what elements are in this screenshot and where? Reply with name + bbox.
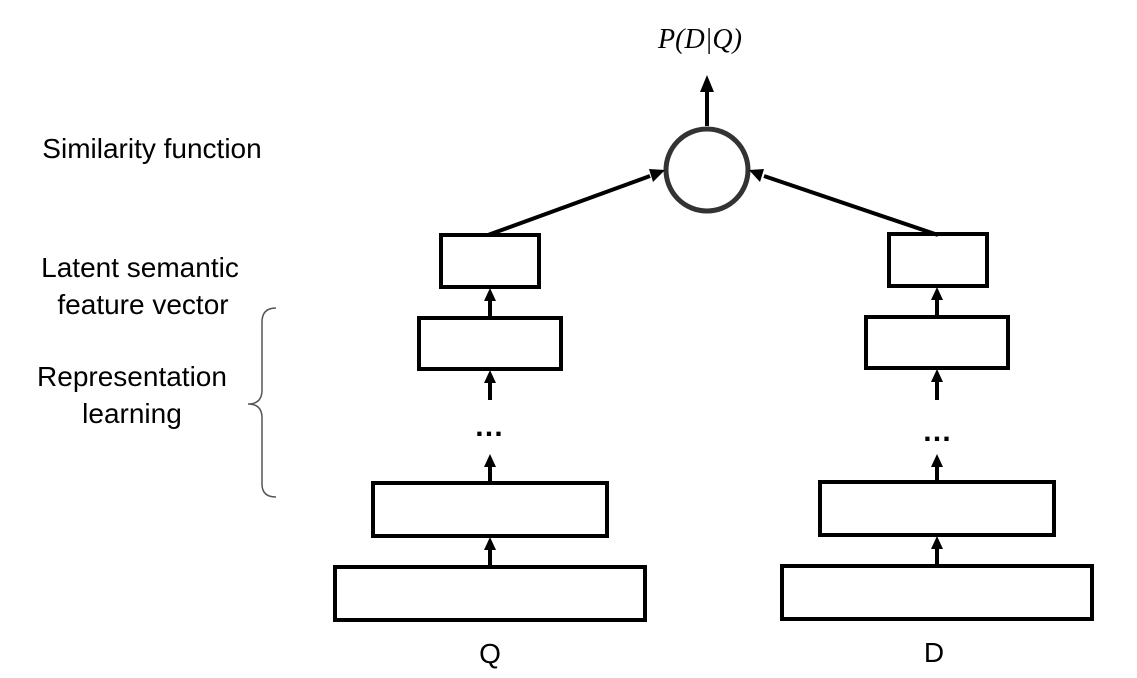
query-layer-box-3 [417, 316, 563, 371]
document-to-similarity-head [749, 169, 764, 182]
query-arrow-3-head [484, 370, 496, 383]
query-latent-vector-box [439, 233, 541, 289]
latent-feature-label-line1: Latent semantic [41, 252, 239, 283]
query-layer-box-2 [371, 481, 609, 538]
query-tower: … Q [333, 169, 665, 669]
document-arrow-4-head [931, 287, 943, 300]
similarity-node [663, 126, 751, 214]
output-probability-label: P(D|Q) [657, 24, 742, 55]
document-arrow-3-head [931, 369, 943, 382]
query-ellipsis: … [474, 410, 504, 443]
document-tower: … D [749, 169, 1094, 668]
latent-feature-label-line2: feature vector [57, 289, 228, 320]
query-input-box [333, 565, 647, 622]
document-to-similarity-shaft [763, 174, 939, 237]
document-arrow-2-head [931, 454, 943, 467]
representation-learning-label-line1: Representation [37, 361, 227, 392]
document-latent-vector-box [887, 232, 989, 288]
query-input-label: Q [479, 638, 501, 669]
document-layer-box-2 [818, 480, 1056, 537]
query-to-similarity-head [649, 169, 665, 182]
document-ellipsis: … [922, 415, 952, 448]
query-arrow-2-head [484, 454, 496, 467]
query-arrow-4-head [484, 288, 496, 301]
document-input-label: D [924, 637, 944, 668]
document-layer-box-3 [864, 315, 1010, 370]
document-input-box [780, 564, 1094, 621]
output-arrowhead [700, 75, 714, 92]
query-to-similarity-shaft [487, 174, 651, 237]
document-arrow-1-head [931, 536, 943, 549]
representation-brace [247, 307, 277, 498]
representation-learning-label-line2: learning [82, 398, 182, 429]
query-arrow-1-head [484, 537, 496, 550]
similarity-function-label: Similarity function [42, 133, 261, 164]
